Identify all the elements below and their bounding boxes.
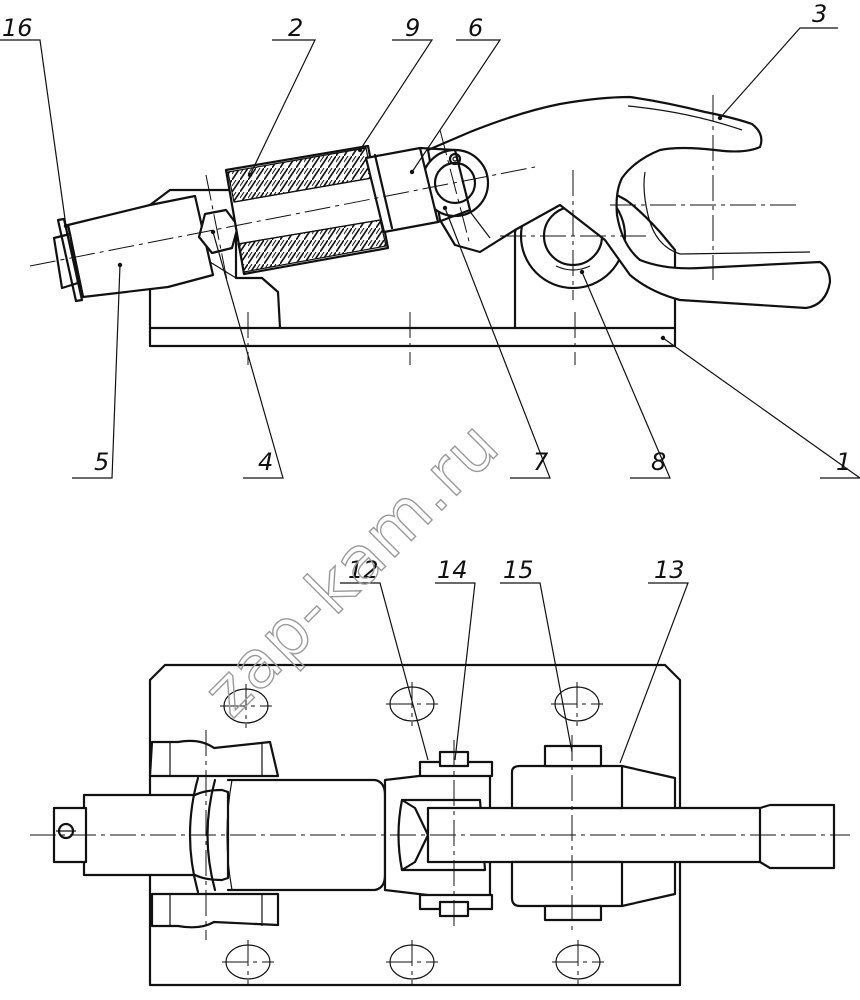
mounting-plate: [148, 663, 682, 987]
mounting-holes: [220, 682, 604, 984]
leader-lines: [0, 27, 860, 764]
hook-arm-plan: [426, 803, 836, 870]
label-1: 1: [836, 448, 851, 476]
cylinder-body: [66, 194, 215, 299]
base-plate: [148, 326, 677, 348]
label-14: 14: [437, 556, 468, 584]
left-bracket-ears: [148, 739, 280, 778]
label-9: 9: [405, 14, 420, 42]
label-3: 3: [812, 0, 827, 28]
label-16: 16: [2, 14, 33, 42]
label-12: 12: [348, 556, 379, 584]
label-8: 8: [651, 448, 666, 476]
label-6: 6: [468, 14, 483, 42]
label-2: 2: [288, 14, 303, 42]
label-7: 7: [533, 448, 549, 476]
label-15: 15: [503, 556, 534, 584]
label-13: 13: [654, 556, 685, 584]
side-view: [29, 95, 832, 365]
leader-dots: [63, 115, 723, 341]
label-4: 4: [258, 448, 273, 476]
part-labels: 16 2 9 6 3 5 4 7 8 1 12 14 15 13: [2, 0, 851, 584]
hex-nut: [197, 208, 240, 255]
hook-lever: [426, 95, 832, 310]
label-5: 5: [94, 448, 109, 476]
plan-view: [30, 663, 850, 987]
